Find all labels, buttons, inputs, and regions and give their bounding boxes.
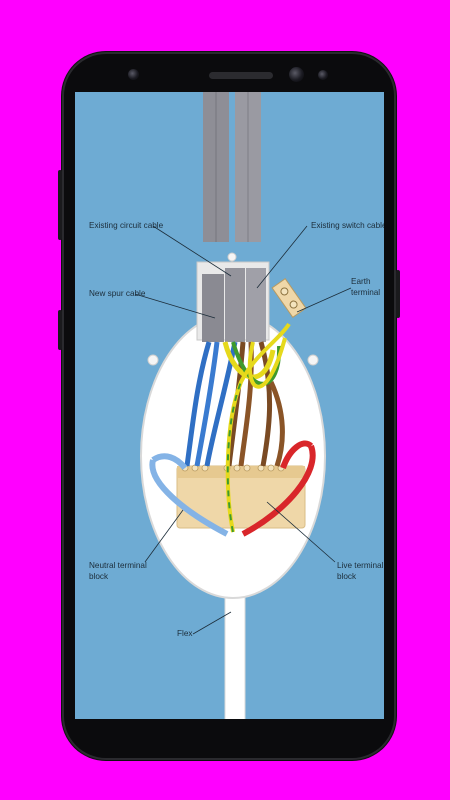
label-neutral-line1: Neutral terminal — [89, 561, 147, 570]
label-new-spur-cable: New spur cable — [89, 289, 146, 298]
ceiling-rose-wiring-diagram — [134, 92, 352, 719]
earth-wire-3 — [247, 337, 287, 389]
label-existing-circuit-cable: Existing circuit cable — [89, 221, 164, 230]
label-flex: Flex — [177, 629, 193, 638]
existing-circuit-cable-sheath — [225, 268, 245, 342]
label-neutral-terminal-block: Neutral terminal block — [89, 560, 147, 582]
earpiece-speaker — [209, 72, 273, 79]
label-live-line2: block — [337, 572, 357, 581]
blue-wire-1 — [184, 341, 212, 467]
existing-switch-cable-sheath — [246, 268, 266, 342]
fixing-hole-top — [227, 252, 237, 262]
earth-terminal — [271, 277, 307, 319]
fixing-hole-left — [147, 354, 159, 366]
proximity-sensor — [128, 69, 139, 80]
label-live-line1: Live terminal — [337, 561, 384, 570]
volume-button — [58, 170, 62, 240]
front-camera-icon — [289, 67, 304, 82]
blue-flex-neutral — [149, 459, 229, 537]
label-live-terminal-block: Live terminal block — [337, 560, 383, 582]
fixing-hole-right — [307, 354, 319, 366]
label-earth-line2: terminal — [351, 288, 381, 297]
iris-sensor — [318, 70, 328, 80]
label-neutral-line2: block — [89, 572, 109, 581]
brown-wire-1 — [226, 341, 246, 467]
label-earth-line1: Earth — [351, 277, 371, 286]
label-earth-terminal: Earth terminal — [351, 276, 380, 298]
brown-wire-4 — [268, 380, 285, 467]
blue-wire-2 — [194, 341, 220, 467]
red-flex-live — [241, 444, 316, 537]
new-spur-cable-sheath — [202, 274, 224, 342]
leader-lines — [134, 225, 352, 635]
bixby-button — [58, 310, 62, 350]
screen: Existing circuit cable Existing switch c… — [75, 92, 384, 719]
power-button — [396, 270, 400, 318]
brown-wire-3 — [258, 341, 273, 467]
label-existing-switch-cable: Existing switch cable — [311, 221, 384, 230]
